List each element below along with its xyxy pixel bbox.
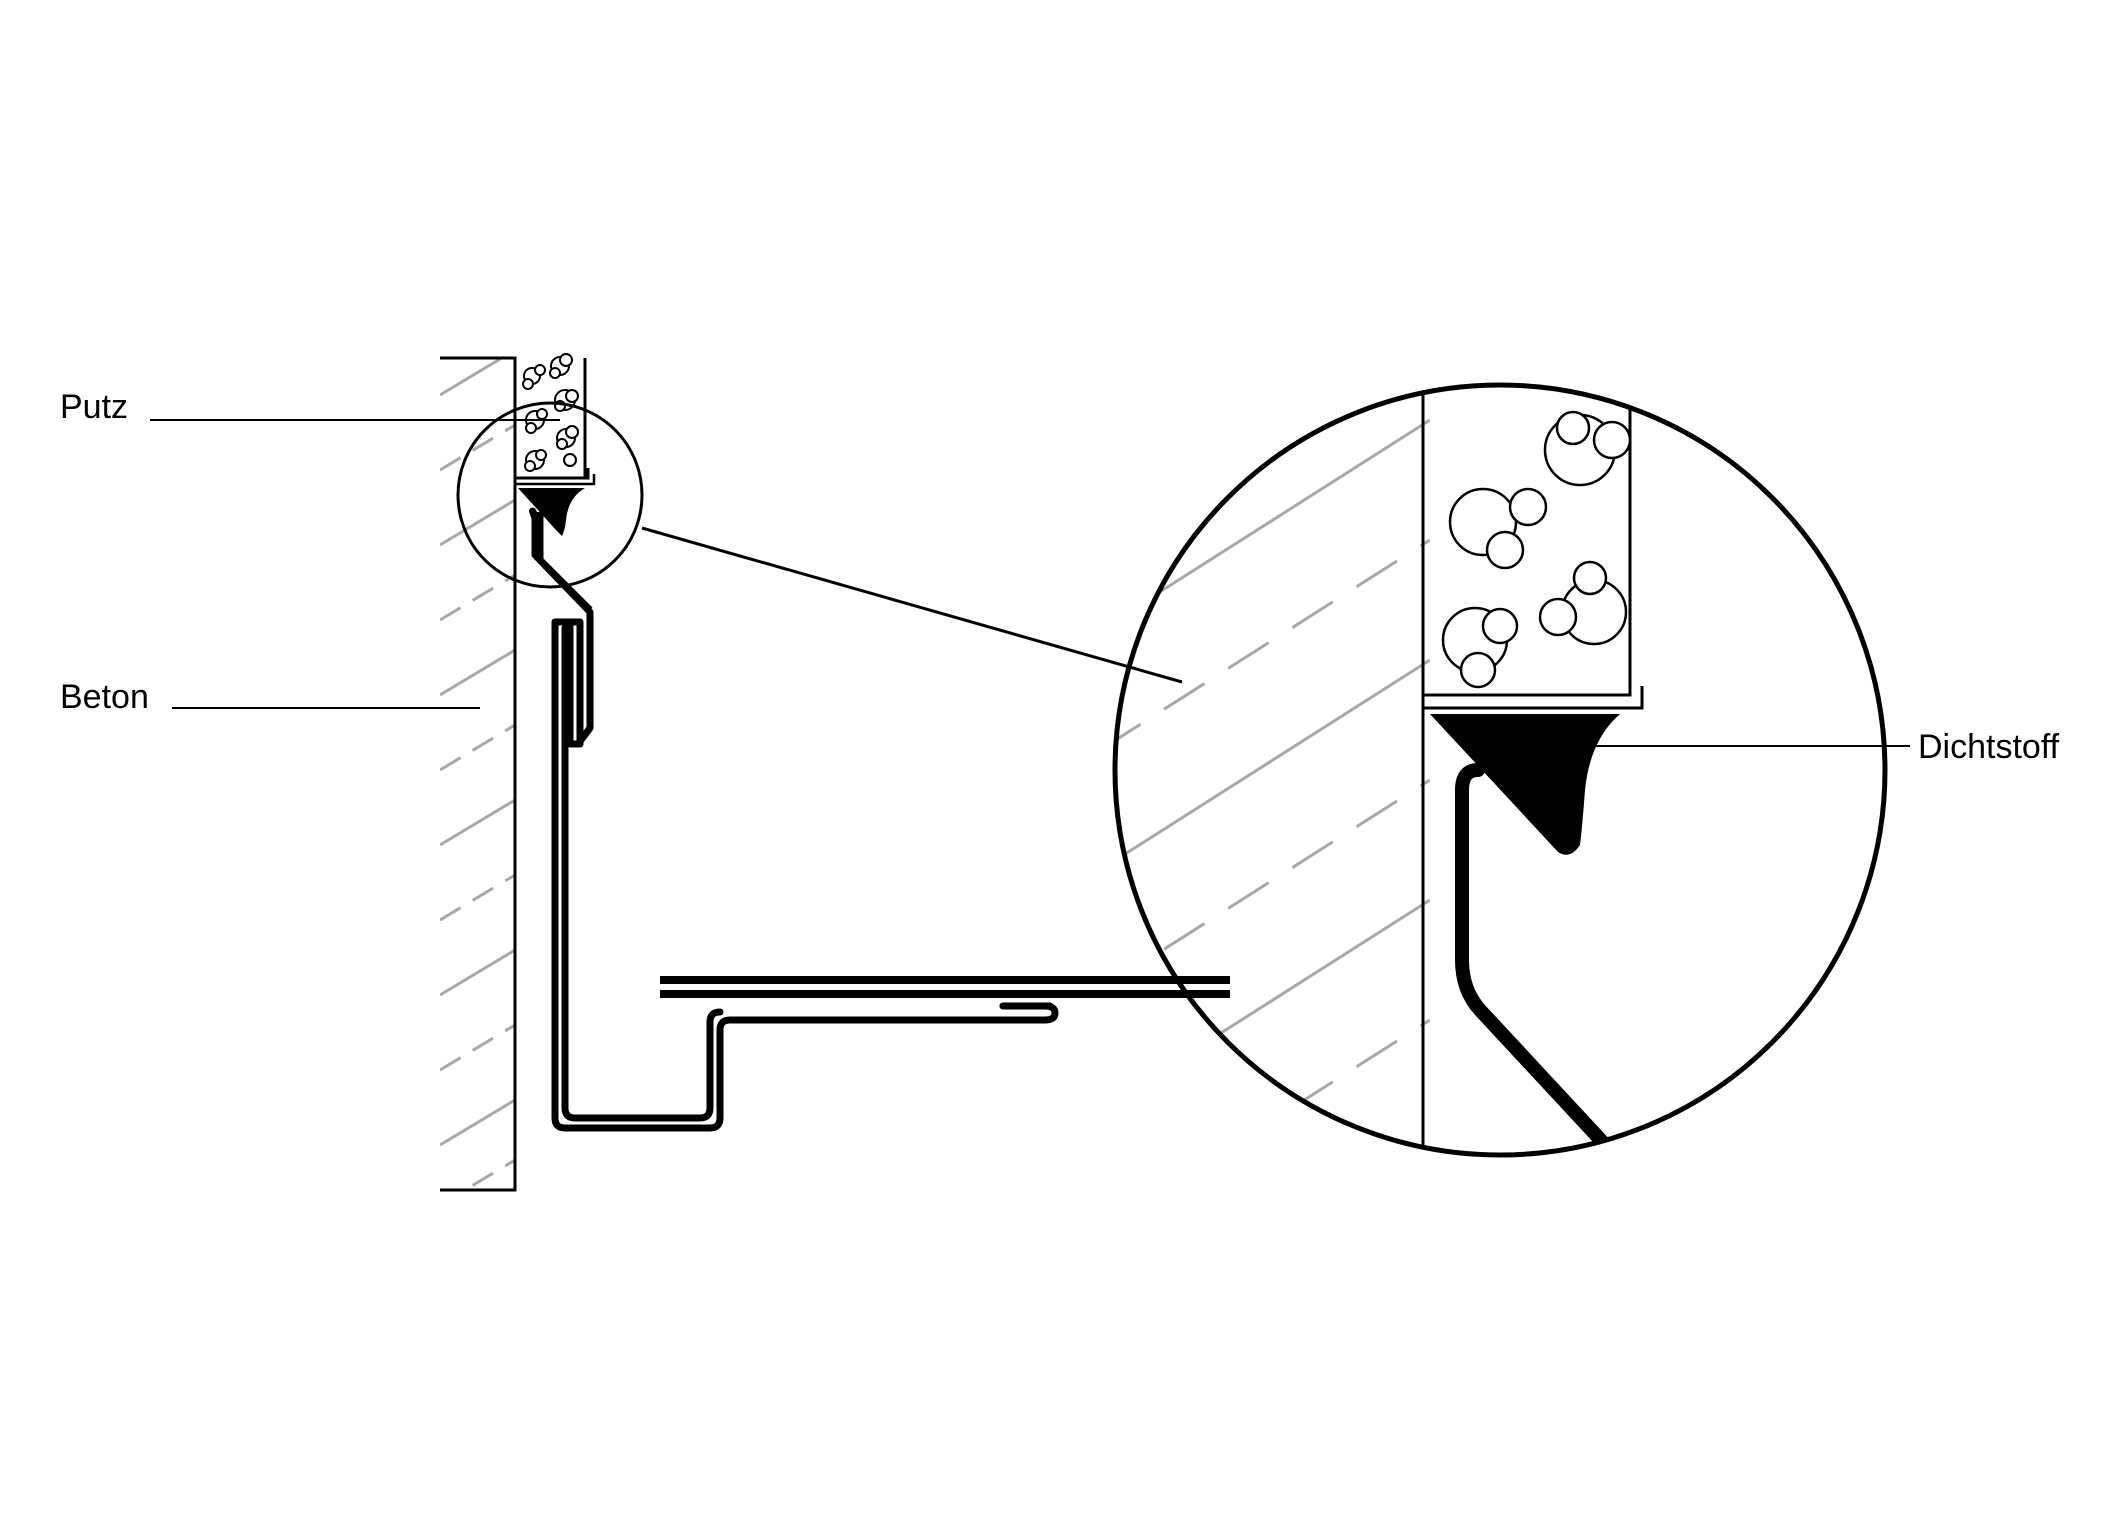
magnified-flashing xyxy=(1455,763,1617,1155)
cover-plates xyxy=(660,976,1230,998)
magnified-detail xyxy=(1115,385,1644,1155)
concrete-wall xyxy=(440,356,517,1192)
plaster-small xyxy=(513,353,596,486)
magnified-concrete-hatch xyxy=(1115,385,1430,1155)
label-putz: Putz xyxy=(60,388,129,426)
label-dichtstoff: Dichtstoff xyxy=(1918,728,2060,766)
flashing-upper-bend xyxy=(536,512,593,613)
concrete-hatch xyxy=(440,358,515,1190)
sealant-small xyxy=(518,488,585,536)
magnifier-ring-small xyxy=(456,401,644,589)
label-beton: Beton xyxy=(60,678,149,716)
magnified-sealant xyxy=(1430,714,1620,855)
magnifier-ring-large xyxy=(1112,382,1888,1158)
magnifier-connector xyxy=(641,526,1183,684)
magnified-aggregate xyxy=(1441,410,1632,689)
plaster-aggregate xyxy=(522,353,579,472)
wall-outline xyxy=(440,356,517,1192)
flashing-sheet xyxy=(529,507,1059,1132)
